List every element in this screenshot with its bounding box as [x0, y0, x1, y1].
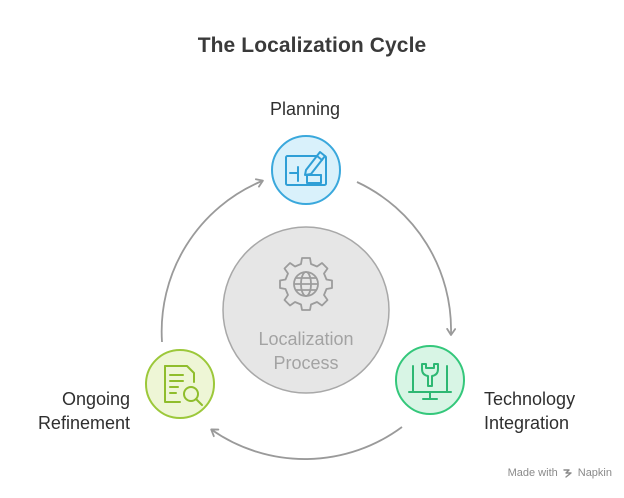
arrow-refinement-to-planning	[160, 178, 264, 343]
ongoing-refinement-label: Ongoing Refinement	[0, 387, 130, 435]
technology-integration-label-line1: Technology	[484, 389, 576, 409]
arrow-planning-to-technology	[356, 181, 457, 336]
footer-watermark: Made with Napkin	[508, 467, 612, 479]
footer-made-with: Made with	[507, 467, 558, 479]
technology-integration-label-line2: Integration	[484, 413, 570, 433]
document-search-icon	[164, 365, 203, 406]
diagram-title: The Localization Cycle	[197, 34, 427, 57]
arrow-technology-to-refinement	[210, 426, 403, 460]
ongoing-refinement-label-line1: Ongoing	[61, 389, 130, 409]
technology-integration-label: Technology Integration	[484, 387, 614, 435]
ongoing-refinement-label-line2: Refinement	[37, 413, 130, 433]
napkin-logo-icon	[563, 469, 572, 478]
technology-integration-node	[395, 345, 465, 415]
ongoing-refinement-node	[145, 349, 215, 419]
center-label-line2: Process	[273, 353, 339, 373]
center-label-line1: Localization	[258, 329, 354, 349]
center-label: Localization Process	[222, 327, 390, 375]
planning-sketch-icon	[285, 151, 327, 186]
wrench-monitor-icon	[408, 363, 452, 400]
planning-label: Planning	[269, 99, 341, 119]
footer-brand: Napkin	[577, 467, 612, 479]
planning-node	[271, 135, 341, 205]
globe-gear-icon	[279, 257, 333, 311]
